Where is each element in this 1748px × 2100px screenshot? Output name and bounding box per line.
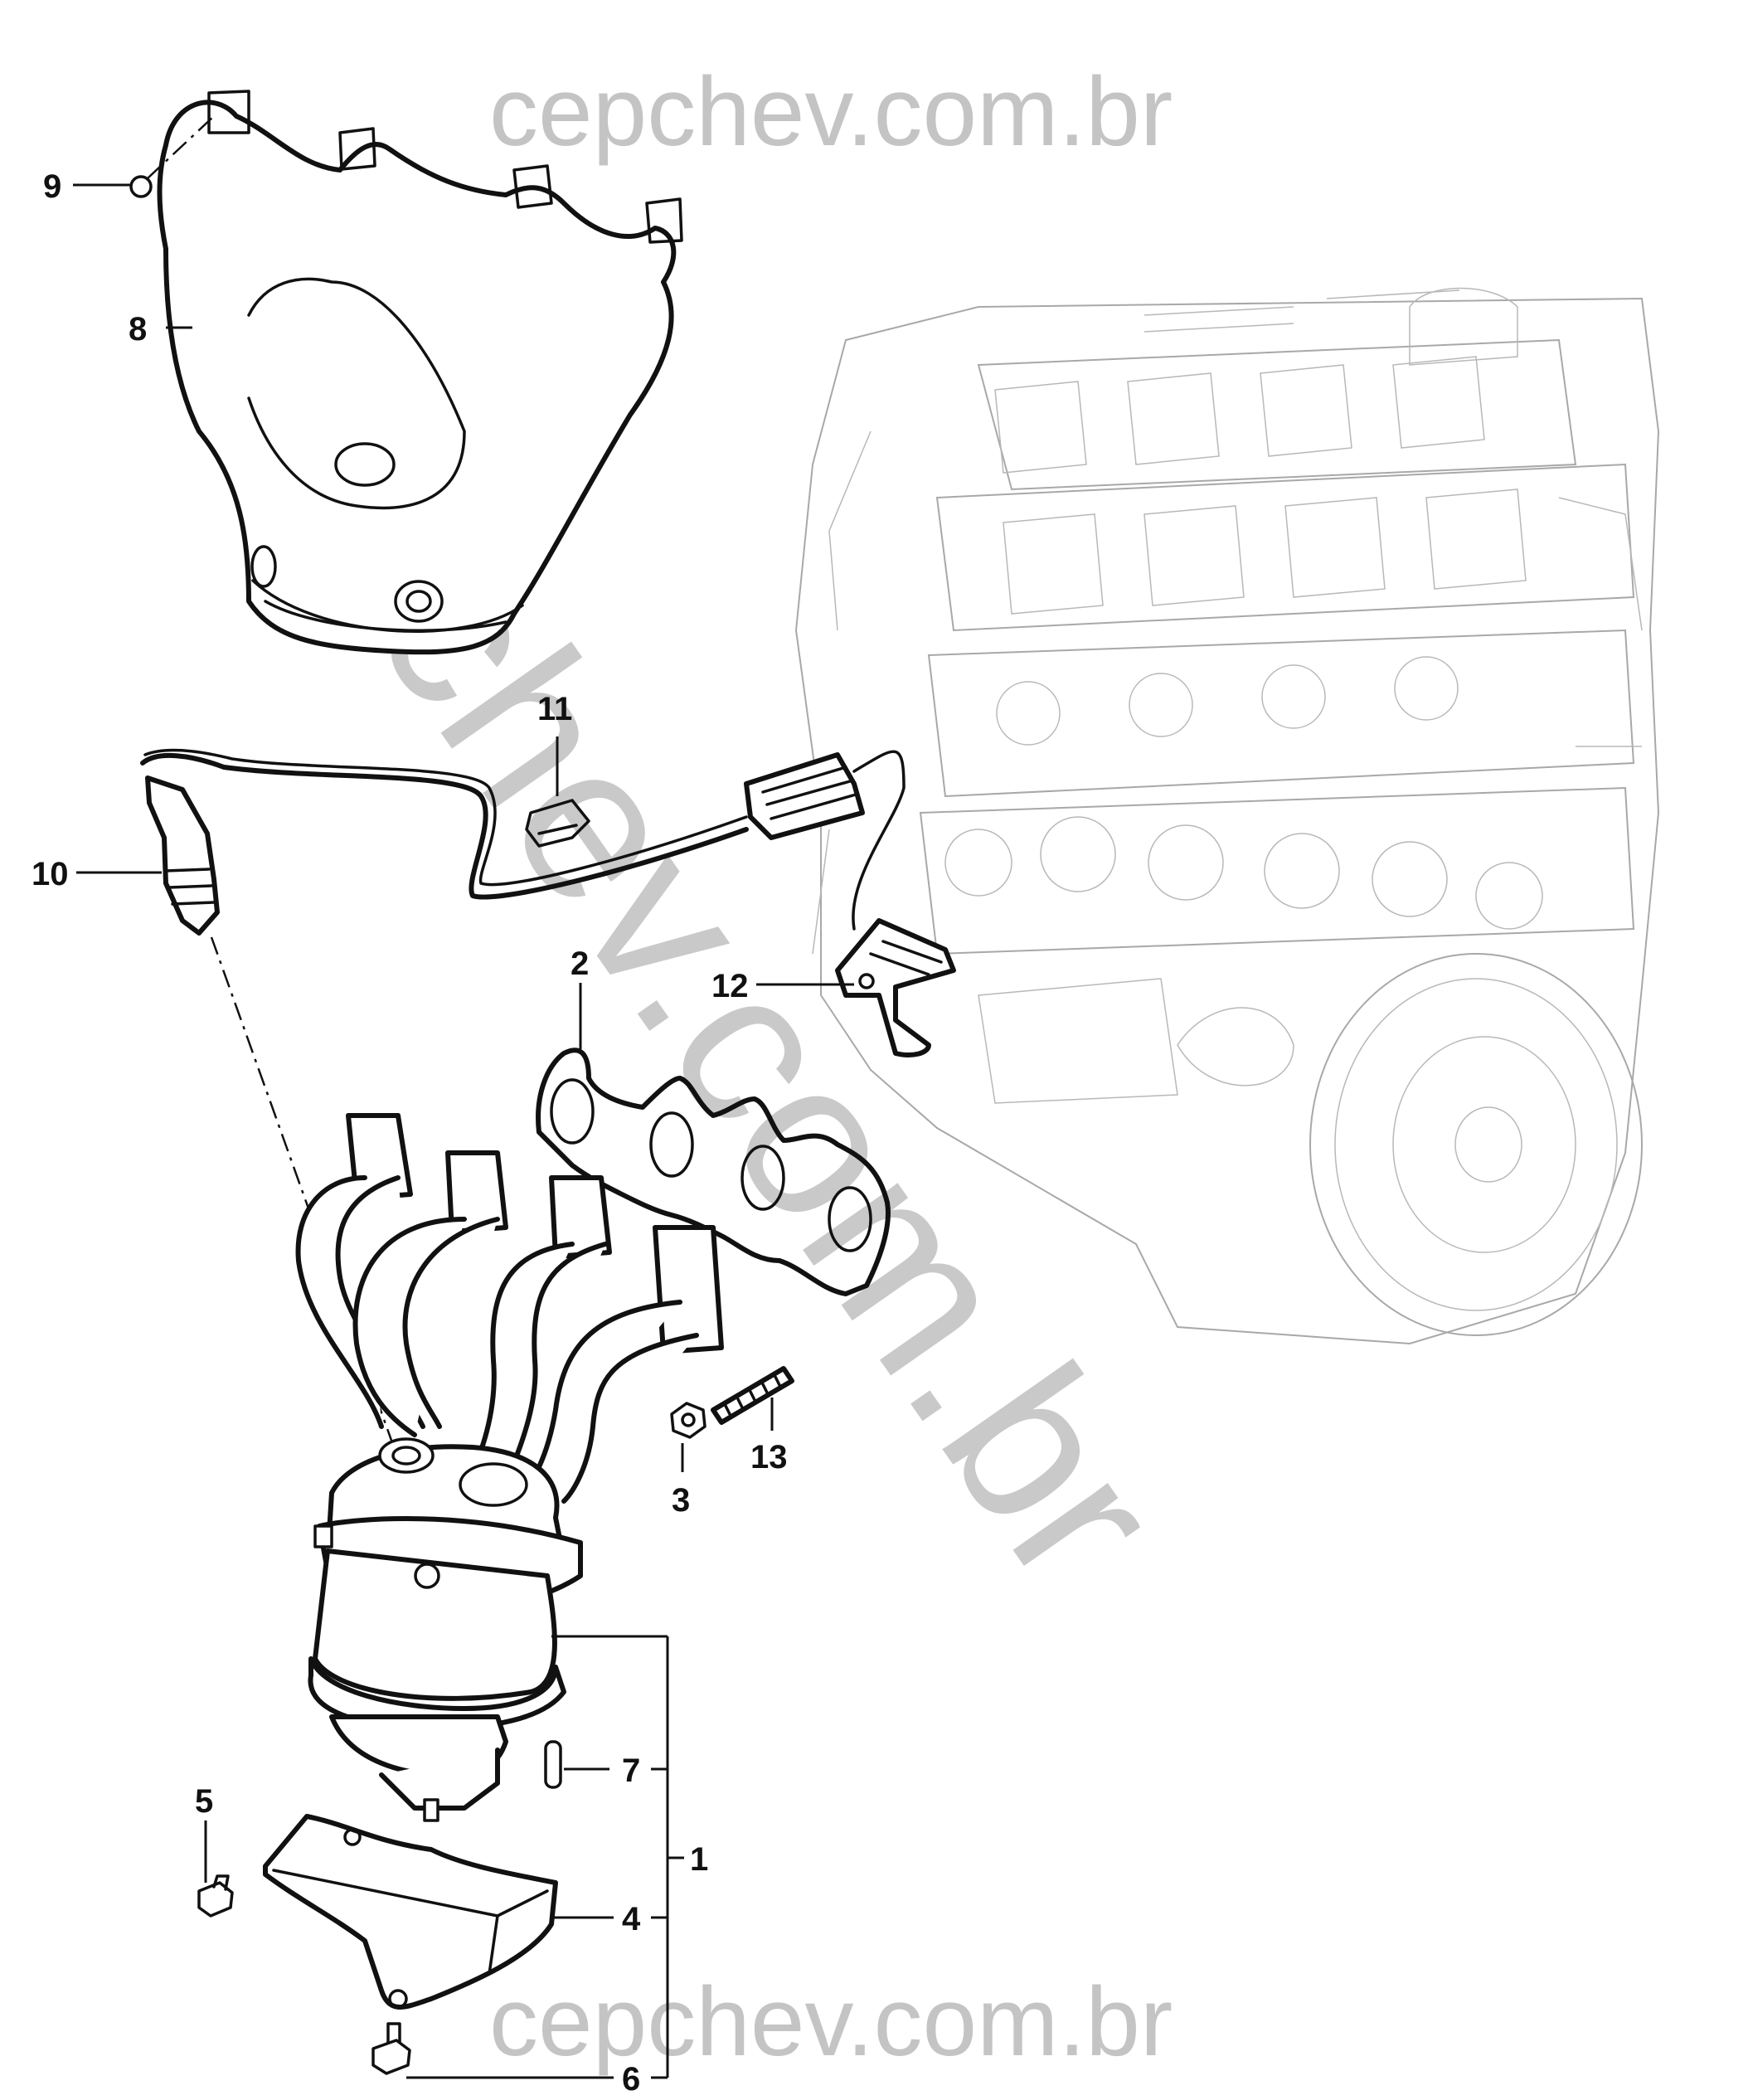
callout-6: 6 — [622, 2061, 640, 2098]
oxygen-sensor-part-10 — [140, 748, 749, 1448]
bolt-part-5 — [197, 1874, 234, 1918]
callout-2: 2 — [571, 945, 589, 982]
callout-4: 4 — [622, 1901, 641, 1937]
callout-7: 7 — [622, 1752, 640, 1789]
sensor-connector — [744, 750, 906, 931]
callout-8: 8 — [129, 311, 147, 348]
callout-labels: 9 8 11 10 12 2 3 13 5 7 1 4 6 — [32, 168, 788, 2098]
bolt-part-6 — [371, 2022, 411, 2075]
callout-11: 11 — [537, 691, 572, 727]
heat-shield-part-8 — [157, 90, 683, 655]
wire-clip-part-11 — [525, 799, 590, 848]
nut-part-9 — [129, 115, 215, 198]
bracket-part-4 — [263, 1814, 558, 2010]
callout-13: 13 — [750, 1439, 788, 1475]
leader-lines — [73, 183, 854, 2079]
callout-9: 9 — [43, 168, 61, 205]
dowel-pin-part-7 — [544, 1740, 562, 1789]
gasket-part-2 — [536, 1048, 891, 1296]
callout-5: 5 — [195, 1783, 213, 1820]
nut-part-3 — [670, 1402, 706, 1439]
engine-block-illustration — [794, 287, 1660, 1345]
callout-12: 12 — [711, 968, 749, 1004]
stud-part-13 — [711, 1366, 794, 1425]
watermark-top: cepchev.com.br — [489, 57, 1173, 167]
callout-10: 10 — [32, 856, 69, 892]
exhaust-manifold-part-1 — [295, 1113, 724, 1822]
sensor-bracket-part-12 — [835, 918, 956, 1057]
callout-3: 3 — [672, 1482, 690, 1519]
callout-1: 1 — [690, 1841, 708, 1878]
watermark-bottom: cepchev.com.br — [489, 1967, 1173, 2077]
